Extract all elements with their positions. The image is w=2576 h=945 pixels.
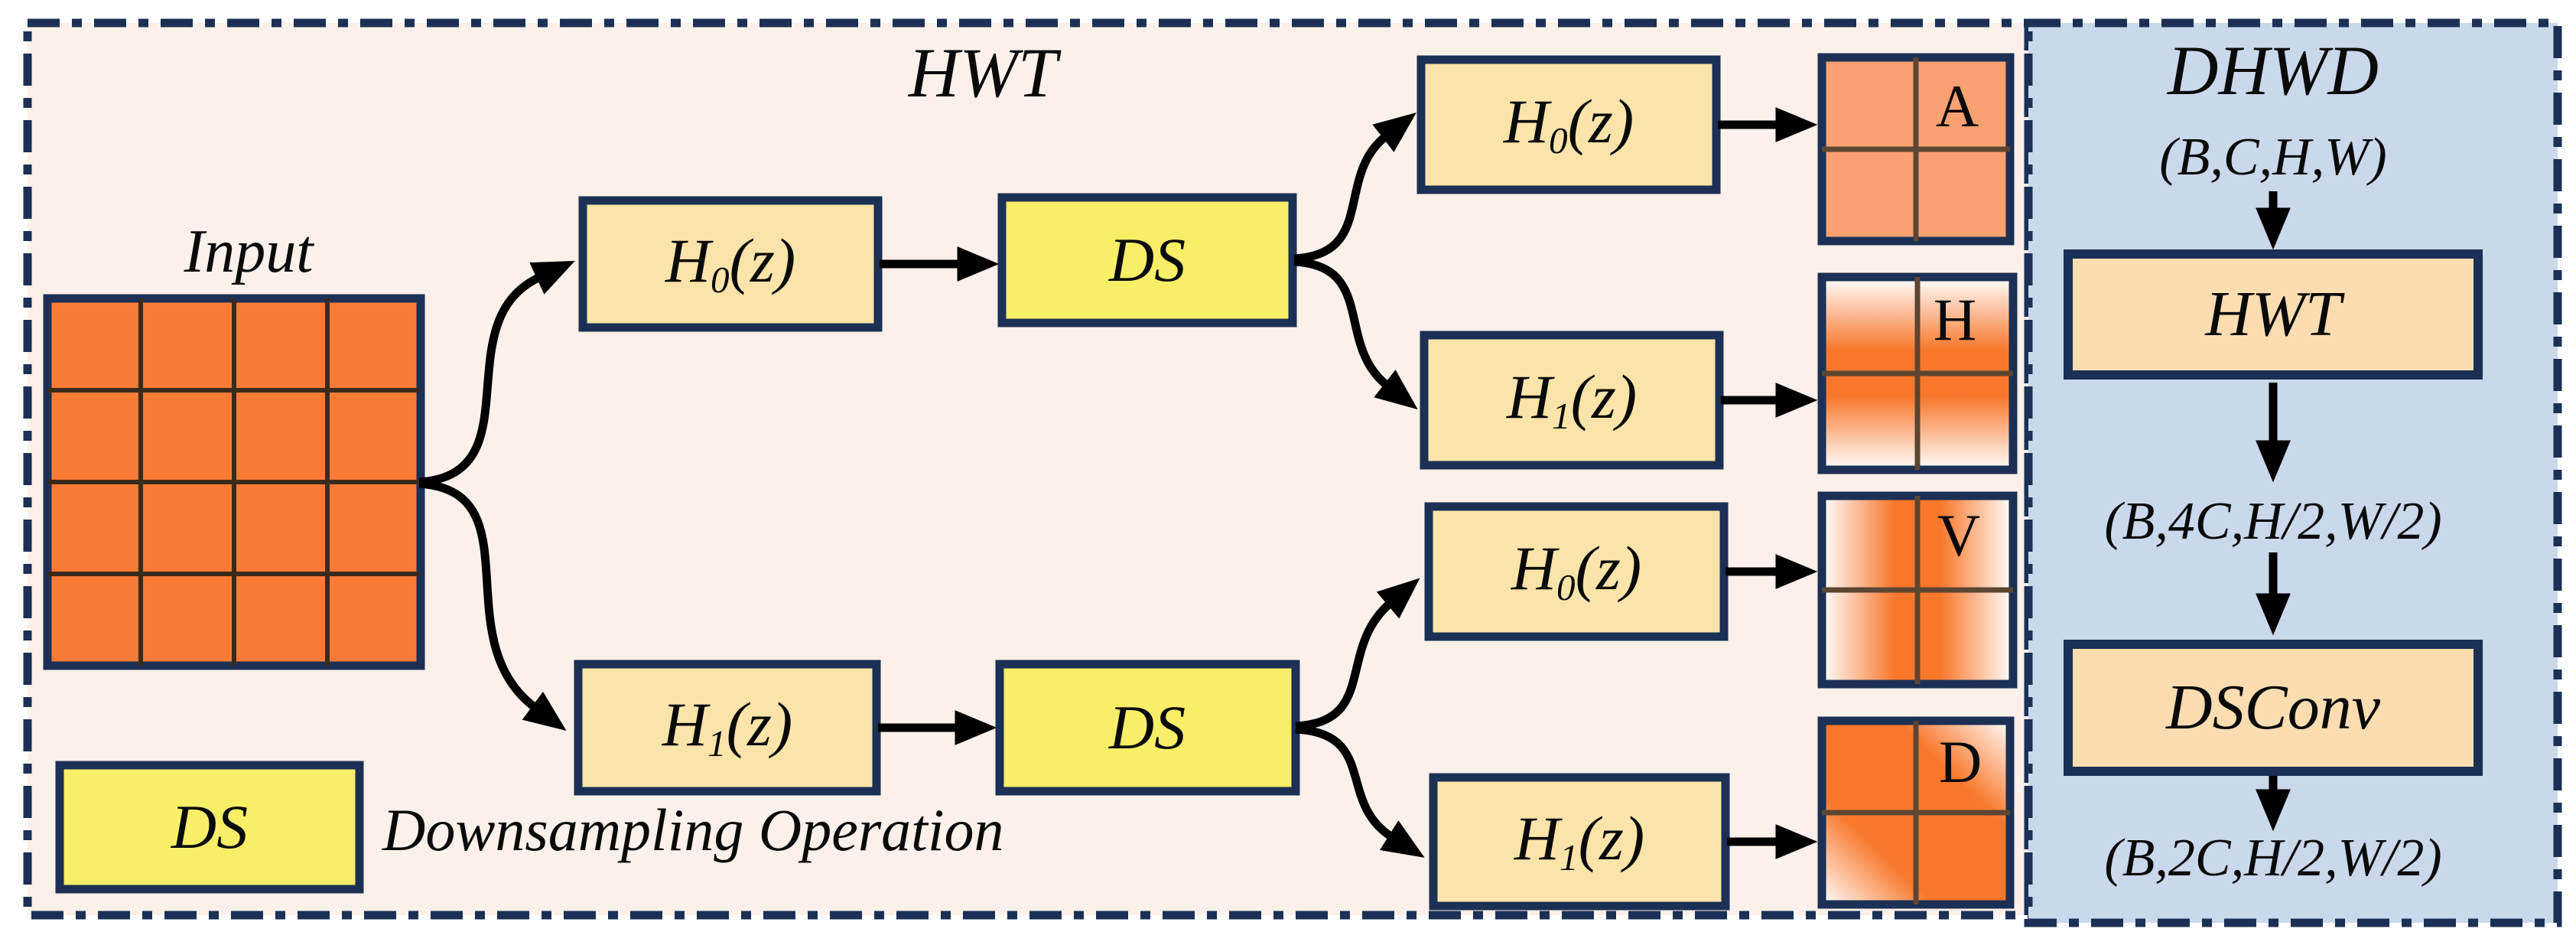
h0-box-upper2 [1416,55,1721,194]
hwt-panel-title: HWT [908,34,1058,112]
legend-ds-swatch [55,761,364,894]
h1-label-lower2: H1(z) [1514,803,1645,878]
h1-box-level1 [574,660,881,796]
dhwd-mid-shape: (B,4C,H/2,W/2) [2104,492,2442,551]
ds-label-upper: DS [1108,225,1186,295]
output-tile-h [1817,272,2018,474]
output-label-h: H [1933,286,1977,353]
input-grid [43,294,425,670]
h0-label-upper2: H0(z) [1503,86,1634,161]
output-label-v: V [1937,502,1981,569]
ds-label-lower: DS [1108,692,1186,762]
h1-label-upper2: H1(z) [1506,362,1638,437]
output-label-d: D [1938,728,1982,795]
dhwd-dsconv-box [2064,640,2483,776]
output-label-a: A [1935,73,1979,139]
ds-box-upper [997,193,1297,327]
h1-box-upper2 [1420,331,1724,470]
h0-label-level1: H0(z) [665,226,796,301]
arrow-dslower-to-h0 [1295,578,1420,731]
arrow-dsupper-to-h1 [1293,257,1418,410]
h0-label-lower2: H0(z) [1511,533,1642,608]
arrow-dsupper-to-h0 [1293,112,1416,263]
h0-box-level1 [578,196,883,332]
arrow-input-to-h0 [418,260,575,487]
output-tile-d [1817,716,2015,909]
legend-ds-label: DS [171,792,249,862]
h0-box-lower2 [1424,502,1729,641]
h1-box-lower2 [1429,773,1730,911]
dhwd-panel-title: DHWD [2168,31,2379,109]
dhwd-hwt-box [2064,249,2483,380]
legend-description: Downsampling Operation [382,797,1004,863]
arrow-dslower-to-h1 [1295,725,1425,858]
ds-box-lower [995,660,1300,796]
dhwd-dsconv-label: DSConv [2166,672,2380,743]
output-tile-v [1817,491,2018,689]
dhwd-input-shape: (B,C,H,W) [2159,128,2387,187]
output-tile-a [1817,53,2015,246]
dhwd-output-shape: (B,2C,H/2,W/2) [2104,829,2442,888]
arrow-input-to-h1 [418,479,567,732]
dhwd-hwt-label: HWT [2205,279,2341,350]
input-label: Input [184,218,314,285]
h1-label-level1: H1(z) [662,689,793,764]
